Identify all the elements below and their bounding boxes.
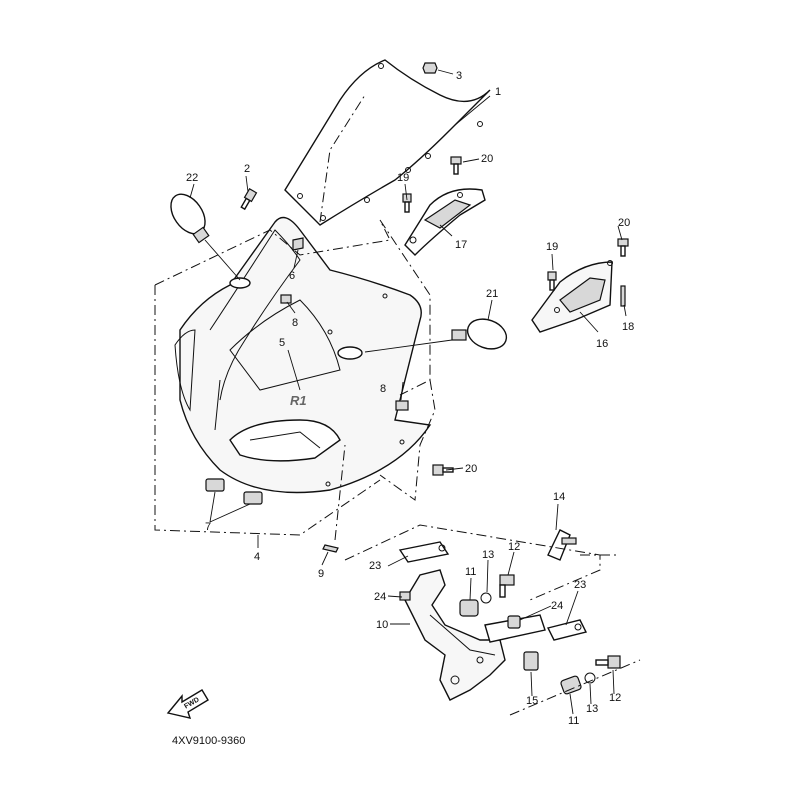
callout-1: 1 <box>495 86 501 98</box>
callout-8-lower: 8 <box>380 383 386 395</box>
callout-10: 10 <box>376 619 388 631</box>
callout-13-upper: 13 <box>482 549 494 561</box>
cowling-assembly-outline <box>154 219 436 536</box>
callout-12-lower: 12 <box>609 692 621 704</box>
callout-24-left: 24 <box>374 591 386 603</box>
callout-15: 15 <box>526 695 538 707</box>
windscreen <box>284 59 491 226</box>
callout-11-lower: 11 <box>568 715 579 727</box>
callout-20-lower: 20 <box>465 463 477 475</box>
callout-21: 21 <box>486 288 498 300</box>
mirror-left <box>170 193 241 281</box>
side-panel-17 <box>404 188 486 256</box>
grommets <box>205 478 263 505</box>
callout-24-right: 24 <box>551 600 563 612</box>
callout-12-upper: 12 <box>508 541 520 553</box>
callout-20-middle: 20 <box>618 217 630 229</box>
callout-9: 9 <box>318 568 324 580</box>
callouts: 1 2 3 4 5 6 7 8 8 9 10 11 11 12 12 13 13… <box>186 70 634 727</box>
callout-3: 3 <box>456 70 462 82</box>
bracket-dash-lines <box>344 524 641 716</box>
bracket-assembly <box>398 529 621 701</box>
callout-16: 16 <box>596 338 608 350</box>
callout-22: 22 <box>186 172 198 184</box>
clip <box>322 444 346 553</box>
callout-11-upper: 11 <box>465 566 476 578</box>
front-cowling: R1 <box>174 216 432 494</box>
callout-17: 17 <box>455 239 467 251</box>
callout-23-right: 23 <box>574 579 586 591</box>
callout-18: 18 <box>622 321 634 333</box>
callout-14: 14 <box>553 491 565 503</box>
callout-20-upper: 20 <box>481 153 493 165</box>
callout-4: 4 <box>254 551 260 563</box>
callout-6: 6 <box>289 270 295 282</box>
callout-23-left: 23 <box>369 560 381 572</box>
fwd-arrow-icon: FWD <box>166 689 209 719</box>
callout-5: 5 <box>279 337 285 349</box>
callout-13-lower: 13 <box>586 703 598 715</box>
part-code: 4XV9100-9360 <box>172 735 245 747</box>
callout-19-upper: 19 <box>397 172 409 184</box>
model-badge: R1 <box>290 393 307 408</box>
leader-lines <box>189 69 627 715</box>
side-panel-16 <box>531 260 626 333</box>
callout-2: 2 <box>244 163 250 175</box>
callout-7: 7 <box>205 521 211 533</box>
callout-8-upper: 8 <box>292 317 298 329</box>
callout-19-lower: 19 <box>546 241 558 253</box>
mirror-right <box>364 318 508 353</box>
